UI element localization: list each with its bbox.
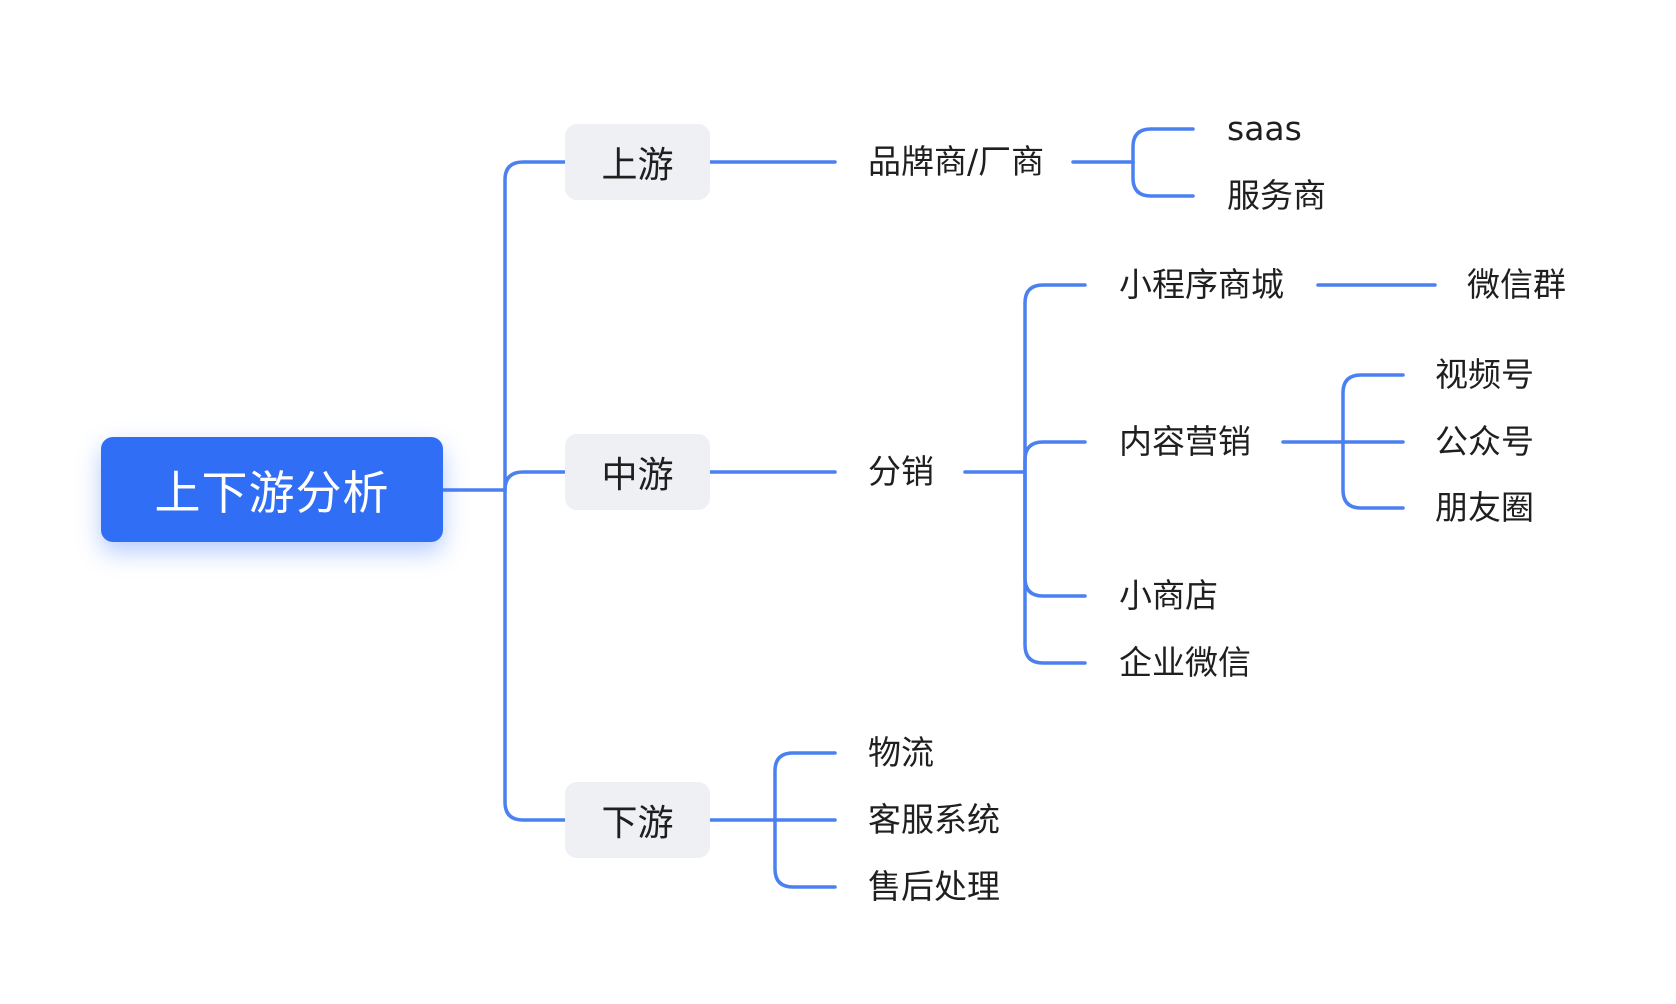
node-downstream[interactable]: 下游 xyxy=(565,782,710,858)
connector-distribution-to-miniprogram xyxy=(1023,283,1087,474)
node-after-sales[interactable]: 售后处理 xyxy=(868,867,1000,906)
node-moments[interactable]: 朋友圈 xyxy=(1435,488,1534,527)
connector-downstream-to-logistics xyxy=(773,751,837,822)
node-brand[interactable]: 品牌商/厂商 xyxy=(868,142,1045,181)
node-wechat-group[interactable]: 微信群 xyxy=(1467,265,1566,304)
connector-brand-to-service xyxy=(1131,160,1195,198)
node-mini-shop[interactable]: 小商店 xyxy=(1119,576,1218,615)
connector-root-to-downstream xyxy=(503,488,567,822)
connector-downstream-to-aftersales xyxy=(773,818,837,889)
node-distribution[interactable]: 分销 xyxy=(868,452,934,491)
node-saas[interactable]: saas xyxy=(1227,109,1302,148)
node-upstream[interactable]: 上游 xyxy=(565,124,710,200)
node-content-marketing[interactable]: 内容营销 xyxy=(1119,422,1251,461)
root-node[interactable]: 上下游分析 xyxy=(101,437,443,542)
node-midstream[interactable]: 中游 xyxy=(565,434,710,510)
connector-brand-to-saas xyxy=(1131,127,1195,164)
connector-root-to-midstream xyxy=(503,470,567,492)
connector-distribution-to-wecom xyxy=(1023,470,1087,665)
connector-distribution-to-content xyxy=(1023,440,1087,474)
connector-content-to-moments xyxy=(1341,440,1405,510)
connector-root-to-upstream xyxy=(503,160,567,492)
node-wecom[interactable]: 企业微信 xyxy=(1119,643,1251,682)
node-mini-program-mall[interactable]: 小程序商城 xyxy=(1119,265,1284,304)
connector-content-to-video xyxy=(1341,373,1405,444)
connector-distribution-to-shop xyxy=(1023,470,1087,598)
node-service-provider[interactable]: 服务商 xyxy=(1227,176,1326,215)
node-official-account[interactable]: 公众号 xyxy=(1435,422,1534,461)
node-customer-service[interactable]: 客服系统 xyxy=(868,800,1000,839)
node-video-channel[interactable]: 视频号 xyxy=(1435,355,1534,394)
node-logistics[interactable]: 物流 xyxy=(868,733,934,772)
